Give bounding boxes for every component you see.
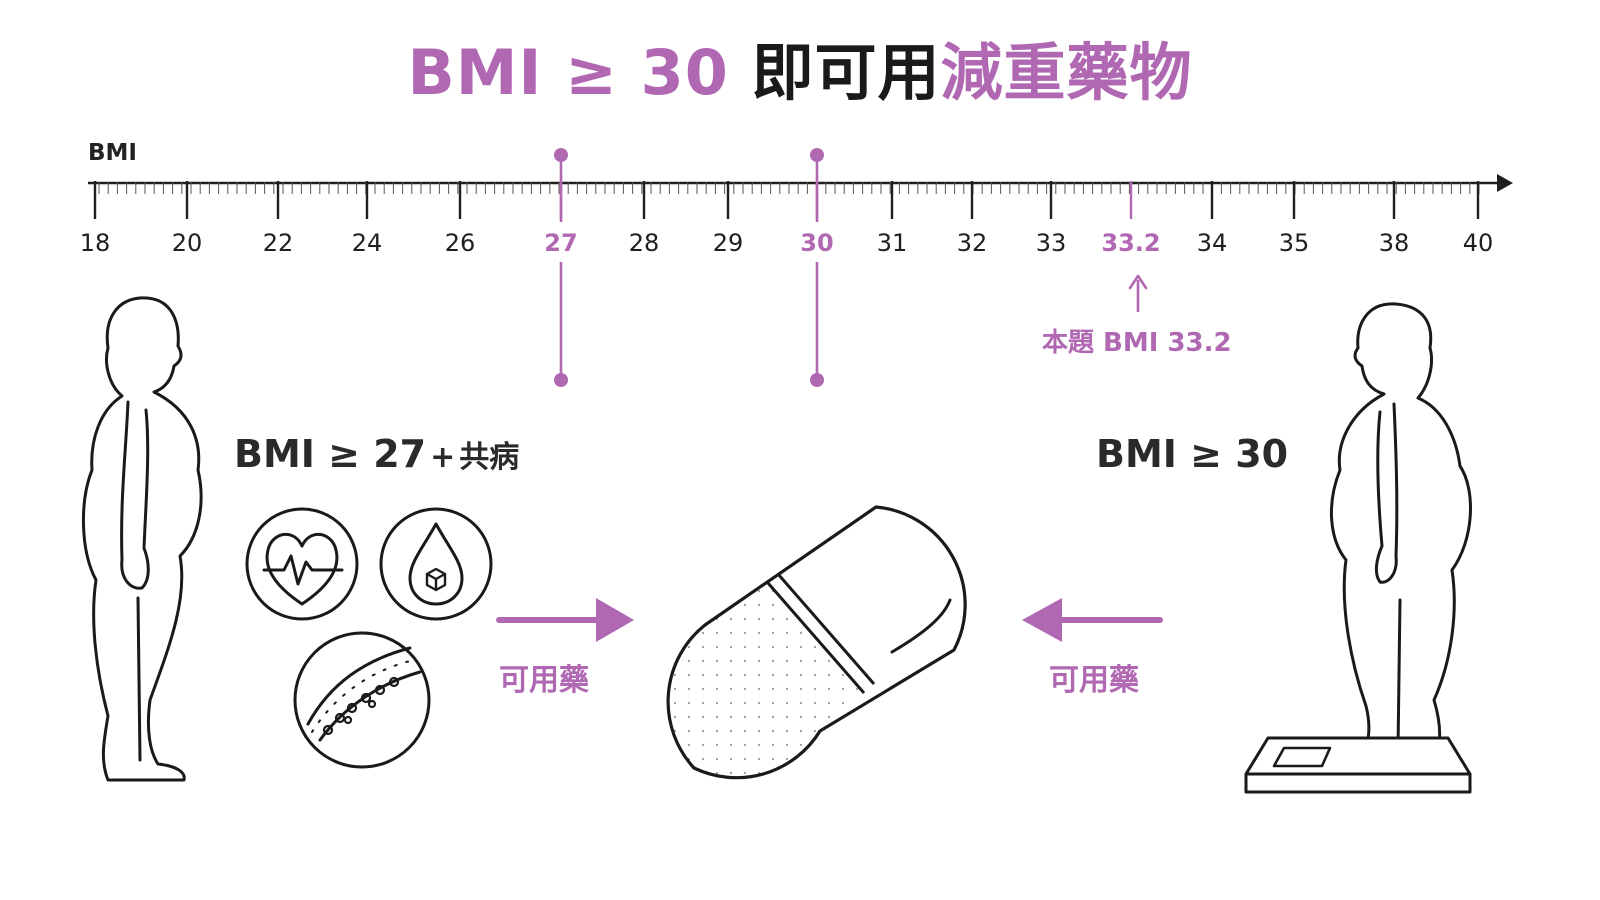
criterion-left: BMI ≥ 27+共病 xyxy=(234,432,519,476)
tick-label: 38 xyxy=(1379,229,1410,257)
axis-label: BMI xyxy=(88,140,137,166)
tick-label: 40 xyxy=(1463,229,1494,257)
tick-label: 18 xyxy=(80,229,111,257)
threshold-marker-30 xyxy=(810,148,824,387)
arrow-left-icon xyxy=(1022,598,1163,642)
criterion-left-plus: + xyxy=(430,440,456,475)
bathroom-scale-icon xyxy=(1244,736,1472,794)
page-title: BMI ≥ 30 即可用減重藥物 xyxy=(0,22,1600,112)
tick-label: 27 xyxy=(544,229,577,257)
tick-label: 26 xyxy=(445,229,476,257)
title-part-1: BMI ≥ 30 xyxy=(407,36,729,109)
tick-label: 34 xyxy=(1197,229,1228,257)
bmi-axis: 18 20 22 24 26 27 28 29 30 31 32 33 33.2 34 35 38 40 xyxy=(80,174,1513,257)
title-part-3: 減重藥物 xyxy=(940,36,1193,109)
tick-label: 30 xyxy=(800,229,833,257)
criterion-left-tail: 共病 xyxy=(459,440,520,475)
arrow-label-right: 可用藥 xyxy=(1049,663,1139,698)
threshold-marker-27 xyxy=(554,148,568,387)
arrow-label-left: 可用藥 xyxy=(499,663,589,698)
tick-label: 29 xyxy=(713,229,744,257)
tick-label: 33.2 xyxy=(1101,229,1160,257)
person-right-icon xyxy=(1329,302,1472,758)
tick-label: 31 xyxy=(877,229,908,257)
tick-labels: 18 20 22 24 26 27 28 29 30 31 32 33 33.2 34 35 38 40 xyxy=(80,229,1494,257)
major-ticks xyxy=(93,181,1480,219)
tick-label: 22 xyxy=(263,229,294,257)
criterion-left-main: BMI ≥ 27 xyxy=(234,432,427,476)
person-left-icon xyxy=(81,296,203,782)
tick-label: 32 xyxy=(957,229,988,257)
tick-label: 35 xyxy=(1279,229,1310,257)
tick-label: 20 xyxy=(172,229,203,257)
tick-label: 33 xyxy=(1036,229,1067,257)
blood-vessel-icon xyxy=(293,631,431,769)
current-bmi-arrow xyxy=(1128,274,1148,312)
blood-sugar-drop-icon xyxy=(379,507,493,621)
tick-label: 24 xyxy=(352,229,383,257)
axis-arrowhead xyxy=(1497,174,1513,192)
tick-label: 28 xyxy=(629,229,660,257)
title-part-2: 即可用 xyxy=(751,36,941,109)
arrow-right-icon xyxy=(496,598,634,642)
current-bmi-label: 本題 BMI 33.2 xyxy=(1042,328,1232,358)
criterion-right: BMI ≥ 30 xyxy=(1096,432,1289,476)
heart-pulse-icon xyxy=(245,507,359,621)
